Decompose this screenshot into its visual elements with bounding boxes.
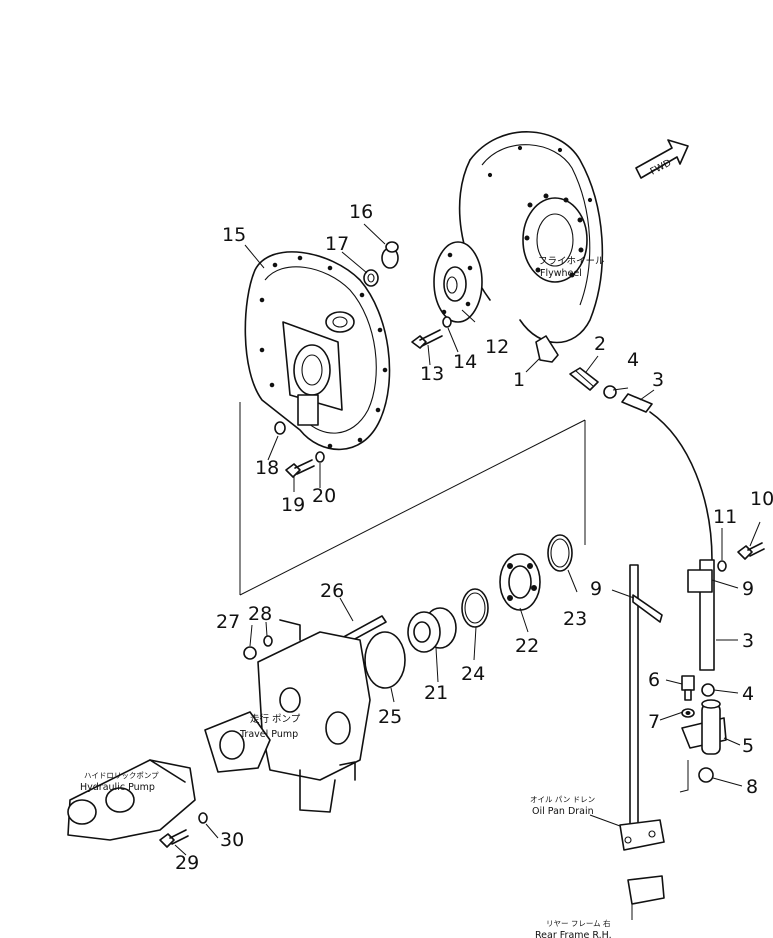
callout-10: 10 <box>750 488 773 510</box>
callout-9-left: 9 <box>590 578 602 600</box>
part-21-coupling <box>407 607 457 653</box>
fwd-arrow-icon: FWD <box>635 139 689 179</box>
flywheel <box>458 131 604 344</box>
callout-22: 22 <box>515 635 539 657</box>
travel-pump <box>204 619 371 813</box>
travel-pump-jp-label: 走行 ポンプ <box>250 713 301 725</box>
callout-21: 21 <box>424 682 448 704</box>
part-16-breather-plug <box>381 241 399 269</box>
part-14-washer <box>442 316 452 328</box>
callout-5: 5 <box>742 735 754 757</box>
callout-8: 8 <box>746 776 758 798</box>
part-20-washer <box>315 451 325 463</box>
leader-lines <box>174 223 761 856</box>
part-8-nut <box>698 767 714 783</box>
callout-numbers: 15 16 17 12 13 14 1 2 4 3 18 19 20 10 11… <box>175 201 773 874</box>
callout-24: 24 <box>461 663 485 685</box>
part-23-snap-ring <box>547 534 573 572</box>
hydraulic-pump-jp-label: ハイドロリックポンプ <box>84 771 159 780</box>
part-18-plug <box>274 421 286 435</box>
hydraulic-pump-en-label: Hydraulic Pump <box>80 782 155 793</box>
part-6-bolt <box>681 675 695 701</box>
part-2-adapter <box>569 367 599 391</box>
callout-30: 30 <box>220 829 244 851</box>
part-4-nut-lower <box>701 683 715 697</box>
rear-frame-jp-label: リヤー フレーム 右 <box>546 918 611 928</box>
callout-17: 17 <box>325 233 349 255</box>
callout-18: 18 <box>255 457 279 479</box>
part-5-drain-valve <box>681 699 727 755</box>
callout-9-right: 9 <box>742 578 754 600</box>
part-30-washer <box>198 812 208 824</box>
callout-27: 27 <box>216 611 240 633</box>
flywheel-jp-label: フライホイール <box>538 256 605 267</box>
callout-11: 11 <box>713 506 737 528</box>
callout-13: 13 <box>420 363 444 385</box>
callout-7: 7 <box>648 711 660 733</box>
rear-frame-block <box>627 875 665 920</box>
flywheel-en-label: Flywheel <box>540 268 582 279</box>
callout-12: 12 <box>485 336 509 358</box>
callout-15: 15 <box>222 224 246 246</box>
callout-3-upper: 3 <box>652 369 664 391</box>
rear-frame-en-label: Rear Frame R.H. <box>535 930 612 938</box>
callout-19: 19 <box>281 494 305 516</box>
part-11-washer <box>717 560 727 572</box>
oil-pan-drain-bracket <box>589 814 665 851</box>
assembly-guide-line <box>239 419 586 596</box>
part-10-bolt <box>737 542 765 560</box>
part-27-nut <box>243 646 257 660</box>
callout-28: 28 <box>248 603 272 625</box>
callout-16: 16 <box>349 201 373 223</box>
callout-20: 20 <box>312 485 336 507</box>
callout-14: 14 <box>453 351 477 373</box>
part-9-clamp <box>629 564 713 831</box>
oil-pan-drain-en-label: Oil Pan Drain <box>532 806 594 817</box>
part-29-bolt <box>159 829 189 848</box>
part-15-flywheel-housing <box>244 251 391 451</box>
part-13-bolt <box>411 329 443 349</box>
part-28-washer <box>263 635 273 647</box>
part-1-elbow <box>535 335 559 363</box>
part-19-bolt <box>285 459 315 478</box>
callout-4-lower: 4 <box>742 683 754 705</box>
hydraulic-pump <box>67 759 196 841</box>
callout-4-upper: 4 <box>627 349 639 371</box>
part-22-bearing <box>499 553 541 611</box>
part-17-washer <box>363 269 379 287</box>
part-12-coupling <box>433 241 483 323</box>
oil-pan-drain-jp-label: オイル パン ドレン <box>530 795 595 804</box>
callout-1: 1 <box>513 369 525 391</box>
callout-6: 6 <box>648 669 660 691</box>
part-24-snap-ring <box>461 588 489 628</box>
travel-pump-en-label: Travel Pump <box>239 729 298 740</box>
callout-2: 2 <box>594 333 606 355</box>
part-4-nut-upper <box>603 385 617 399</box>
callout-26: 26 <box>320 580 344 602</box>
callout-3-lower: 3 <box>742 630 754 652</box>
callout-23: 23 <box>563 608 587 630</box>
callout-25: 25 <box>378 706 402 728</box>
callout-29: 29 <box>175 852 199 874</box>
part-25-o-ring <box>364 631 406 689</box>
